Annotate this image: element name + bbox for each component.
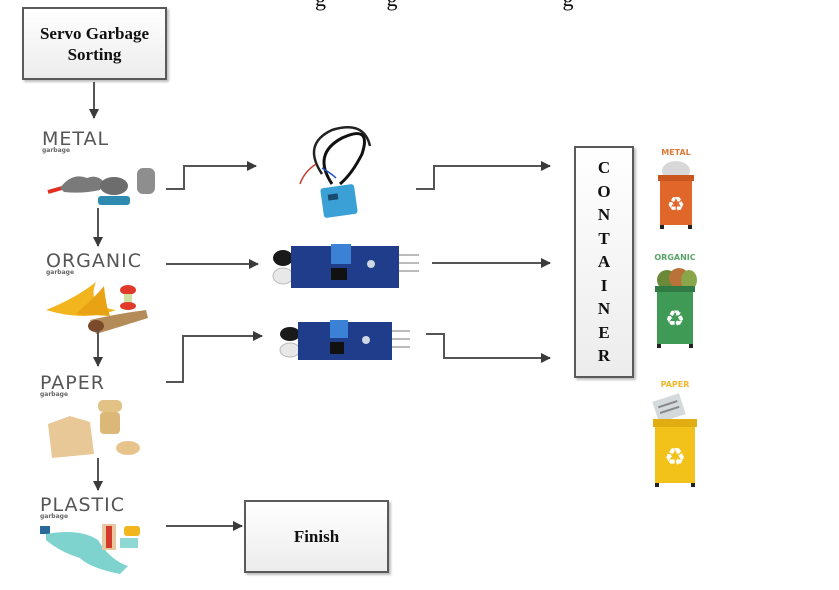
metal-bin-icon: ♻ <box>658 161 694 229</box>
category-sublabel: garbage <box>46 269 75 276</box>
container-letter: N <box>597 299 611 319</box>
container-box: C O N T A I N E R <box>574 146 634 378</box>
start-label-line2: Sorting <box>67 44 122 64</box>
category-label: METAL <box>42 128 110 150</box>
bin-paper: PAPER ♻ <box>645 380 705 494</box>
cut-off-title: g g g <box>315 0 735 12</box>
ir-sensor-icon <box>272 244 419 288</box>
start-label-line1: Servo Garbage <box>39 23 150 43</box>
bin-label: PAPER <box>660 380 690 389</box>
category-label: PLASTIC <box>40 494 126 516</box>
bin-label: METAL <box>661 148 691 157</box>
category-paper: PAPER garbage <box>40 374 170 458</box>
paper-bin-icon: ♻ <box>652 393 697 487</box>
category-organic: ORGANIC garbage <box>46 252 176 336</box>
category-sublabel: garbage <box>42 147 71 154</box>
category-label: PAPER <box>40 372 105 394</box>
category-metal: METAL garbage <box>42 130 172 209</box>
sensor-infrared-1 <box>271 240 421 294</box>
ir-sensor-icon <box>279 320 410 360</box>
paper-garbage-icon <box>48 400 140 458</box>
sensor-infrared-2 <box>278 318 410 368</box>
svg-text:♻: ♻ <box>664 443 686 471</box>
arrow-sensor3-to-container <box>426 333 551 363</box>
container-letter: O <box>597 181 611 201</box>
metal-garbage-icon <box>47 168 155 205</box>
container-letter: N <box>597 205 611 225</box>
bin-organic: ORGANIC ♻ <box>645 253 705 357</box>
container-letter: E <box>598 322 610 342</box>
bin-label: ORGANIC <box>654 253 696 262</box>
arrow-paper-to-sensor <box>166 331 263 383</box>
container-letter: C <box>597 158 611 178</box>
organic-garbage-icon <box>46 282 148 334</box>
container-letter: R <box>597 346 611 366</box>
category-sublabel: garbage <box>40 513 69 520</box>
inductive-sensor-icon <box>299 126 372 218</box>
container-letter: T <box>598 228 610 248</box>
arrow-sensor1-to-container <box>416 161 551 190</box>
svg-text:♻: ♻ <box>665 307 685 332</box>
finish-box: Finish <box>244 500 389 573</box>
start-box: Servo Garbage Sorting <box>22 7 167 80</box>
category-sublabel: garbage <box>40 391 69 398</box>
arrow-metal-to-sensor <box>166 161 257 190</box>
category-plastic: PLASTIC garbage <box>40 496 170 575</box>
category-label: ORGANIC <box>46 250 142 272</box>
svg-text:♻: ♻ <box>667 192 685 216</box>
plastic-garbage-icon <box>40 524 140 574</box>
bin-metal: METAL ♻ <box>646 148 706 242</box>
sensor-inductive-proximity <box>292 124 382 224</box>
finish-label: Finish <box>293 526 340 546</box>
container-letter: I <box>600 275 608 295</box>
organic-bin-icon: ♻ <box>655 268 697 348</box>
container-letter: A <box>597 252 611 272</box>
